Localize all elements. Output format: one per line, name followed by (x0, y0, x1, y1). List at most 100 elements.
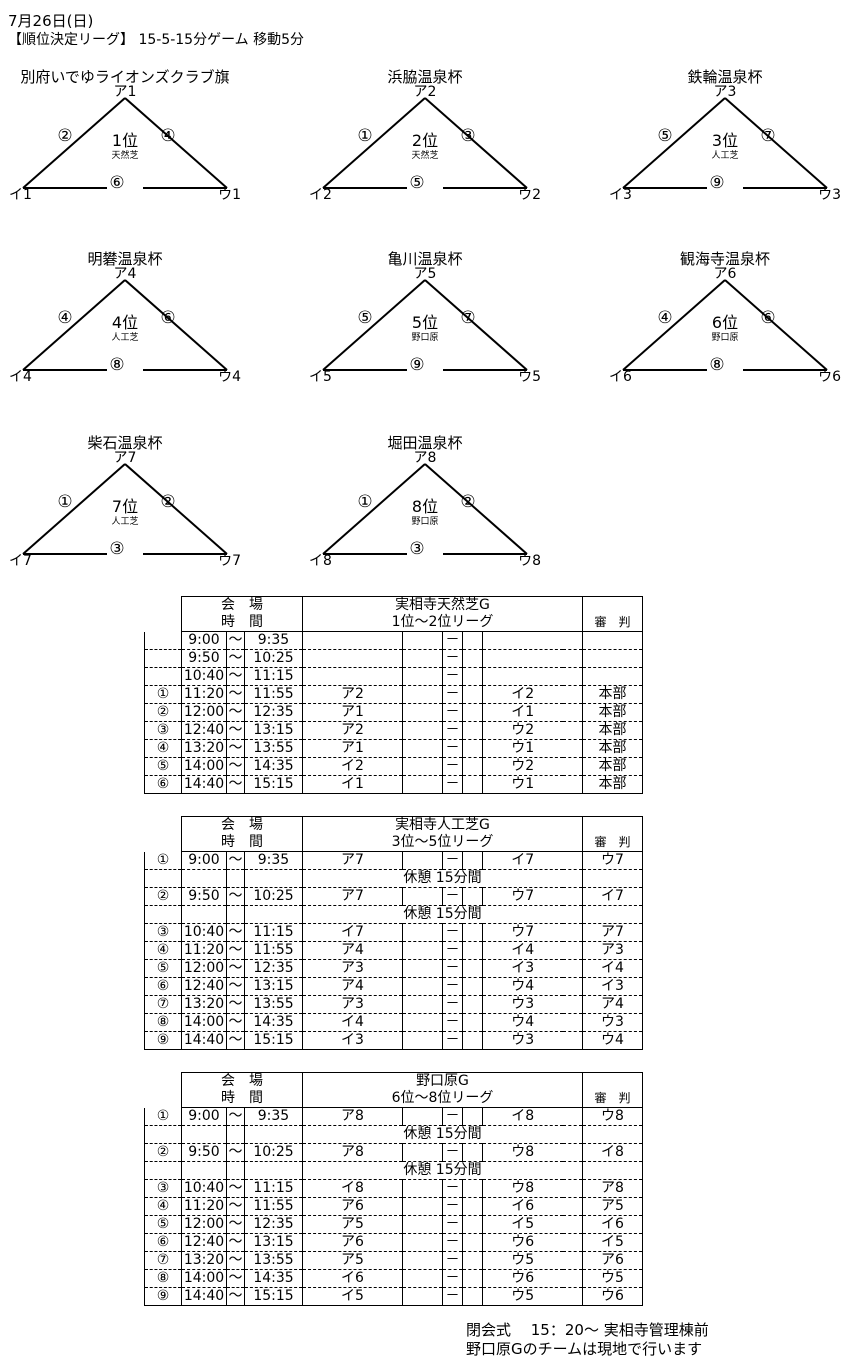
time-separator: ～ (226, 1233, 245, 1252)
referee (582, 631, 643, 650)
end-time: 12:35 (244, 703, 303, 722)
referee: ア8 (582, 1179, 643, 1198)
start-time: 14:40 (181, 1031, 227, 1050)
bottom-right-team: ウ3 (818, 187, 841, 203)
document-date: 7月26日(日) (8, 12, 94, 30)
time-separator: ～ (226, 959, 245, 978)
home-team (302, 649, 403, 668)
end-time: 13:55 (244, 1251, 303, 1270)
apex-team: ア5 (413, 266, 437, 282)
versus-dash: － (442, 721, 463, 740)
referee: ア6 (582, 1251, 643, 1270)
match-number: ④ (144, 1197, 182, 1216)
right-match-number: ③ (460, 126, 476, 146)
home-team: ア7 (302, 887, 403, 906)
match-number: ⑥ (144, 1233, 182, 1252)
away-team: ウ1 (482, 739, 563, 758)
time-separator: ～ (226, 1107, 245, 1126)
home-team: ア4 (302, 941, 403, 960)
versus-dash: － (442, 995, 463, 1014)
bottom-left-team: イ5 (309, 369, 332, 385)
home-team: ア1 (302, 703, 403, 722)
venue-name: 野口原G (302, 1072, 583, 1090)
league-name: 3位～5位リーグ (302, 834, 583, 852)
end-time: 12:35 (244, 1215, 303, 1234)
time-separator: ～ (226, 1013, 245, 1032)
apex-team: ア6 (713, 266, 737, 282)
start-time: 12:00 (181, 703, 227, 722)
right-match-number: ② (460, 492, 476, 512)
apex-team: ア1 (113, 84, 137, 100)
start-time: 11:20 (181, 1197, 227, 1216)
match-number: ⑧ (144, 1269, 182, 1288)
referee: ア4 (582, 995, 643, 1014)
start-time: 10:40 (181, 1179, 227, 1198)
right-match-number: ⑦ (460, 308, 476, 328)
field-type: 野口原 (711, 333, 739, 343)
versus-dash: － (442, 851, 463, 870)
versus-dash: － (442, 667, 463, 686)
away-team: ウ1 (482, 775, 563, 794)
home-team (302, 631, 403, 650)
versus-dash: － (442, 1143, 463, 1162)
time-separator: ～ (226, 1179, 245, 1198)
away-team: ウ7 (482, 923, 563, 942)
rest-label: 休憩 15分間 (302, 1125, 583, 1144)
field-type: 野口原 (411, 517, 439, 527)
end-time: 11:15 (244, 923, 303, 942)
time-separator: ～ (226, 1031, 245, 1050)
left-match-number: ② (57, 126, 73, 146)
versus-dash: － (442, 923, 463, 942)
versus-dash: － (442, 757, 463, 776)
triangle-lines (22, 97, 228, 189)
bottom-left-team: イ8 (309, 553, 332, 569)
bottom-right-team: ウ2 (518, 187, 541, 203)
referee: ウ3 (582, 1013, 643, 1032)
triangle-lines (322, 463, 528, 555)
away-team: イ4 (482, 941, 563, 960)
match-number: ③ (144, 923, 182, 942)
rank-label: 1位 (111, 131, 139, 150)
rank-label: 2位 (411, 131, 439, 150)
away-team: ウ8 (482, 1179, 563, 1198)
end-time: 10:25 (244, 649, 303, 668)
home-team: ア3 (302, 959, 403, 978)
start-time: 14:00 (181, 1013, 227, 1032)
away-team: イ2 (482, 685, 563, 704)
time-separator: ～ (226, 721, 245, 740)
referee-label: 審 判 (582, 614, 643, 632)
home-team: ア5 (302, 1251, 403, 1270)
home-team: ア2 (302, 721, 403, 740)
venue-label: 会 場 (181, 1072, 303, 1090)
right-match-number: ⑦ (760, 126, 776, 146)
versus-dash: － (442, 1251, 463, 1270)
referee: イ4 (582, 959, 643, 978)
referee: ア7 (582, 923, 643, 942)
versus-dash: － (442, 685, 463, 704)
versus-dash: － (442, 1287, 463, 1306)
start-time: 9:50 (181, 887, 227, 906)
away-team: イ6 (482, 1197, 563, 1216)
apex-team: ア8 (413, 450, 437, 466)
bottom-right-team: ウ4 (218, 369, 241, 385)
match-number: ⑧ (144, 1013, 182, 1032)
match-number: ④ (144, 739, 182, 758)
rank-label: 4位 (111, 313, 139, 332)
referee: ア3 (582, 941, 643, 960)
home-team: イ4 (302, 1013, 403, 1032)
away-team: ウ7 (482, 887, 563, 906)
start-time: 12:40 (181, 977, 227, 996)
left-match-number: ① (357, 492, 373, 512)
versus-dash: － (442, 1179, 463, 1198)
triangle-lines (22, 279, 228, 371)
referee-label: 審 判 (582, 1090, 643, 1108)
time-separator: ～ (226, 1197, 245, 1216)
referee: ウ7 (582, 851, 643, 870)
rest-row: 休憩 15分間 (144, 869, 643, 888)
bottom-match-number: ⑧ (709, 355, 725, 375)
